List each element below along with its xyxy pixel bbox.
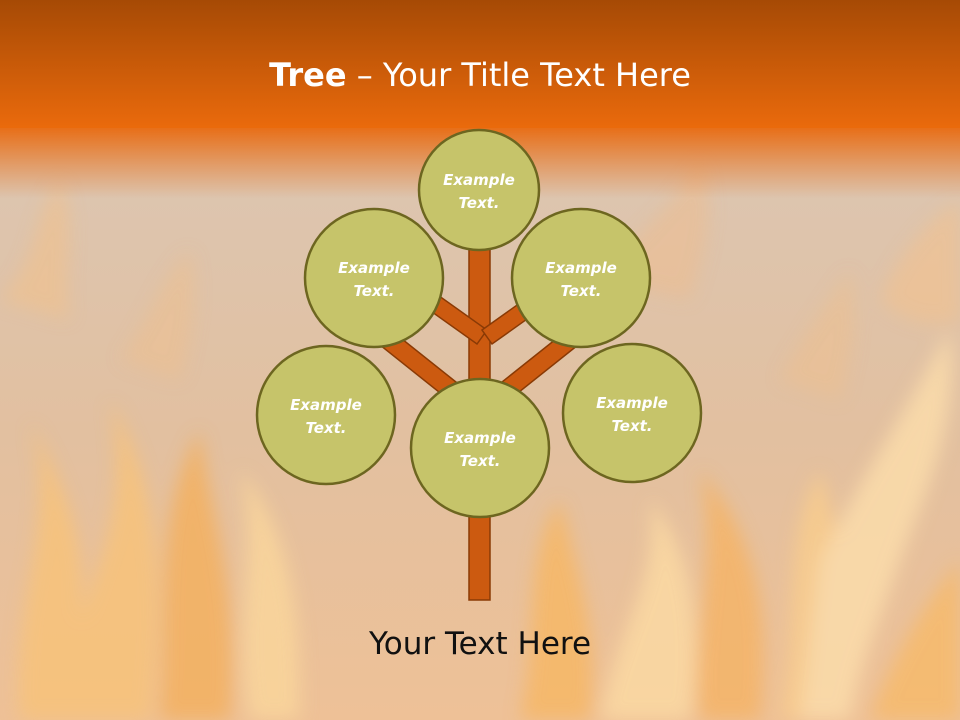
node-upper-right-line1: Example (545, 259, 617, 277)
node-lower-left[interactable]: Example Text. (255, 344, 397, 486)
node-lower-right-line1: Example (596, 394, 668, 412)
node-lower-right-line2: Text. (611, 417, 652, 435)
node-lower-left-line1: Example (290, 396, 362, 414)
node-upper-left[interactable]: Example Text. (303, 207, 445, 349)
node-upper-left-line2: Text. (353, 282, 394, 300)
node-lower-left-line2: Text. (305, 419, 346, 437)
footer-text: Your Text Here (368, 626, 592, 662)
node-top[interactable]: Example Text. (417, 128, 541, 252)
node-top-line2: Text. (458, 194, 499, 212)
node-center-line1: Example (444, 429, 516, 447)
title-bold: Tree (269, 56, 347, 94)
node-lower-right[interactable]: Example Text. (561, 342, 703, 484)
node-upper-right-line2: Text. (560, 282, 601, 300)
node-top-line1: Example (443, 171, 515, 189)
node-upper-right[interactable]: Example Text. (510, 207, 652, 349)
node-center-line2: Text. (459, 452, 500, 470)
slide-title: Tree – Your Title Text Here (0, 52, 960, 98)
node-upper-left-line1: Example (338, 259, 410, 277)
node-center[interactable]: Example Text. (409, 377, 551, 519)
title-rest: – Your Title Text Here (346, 56, 691, 94)
